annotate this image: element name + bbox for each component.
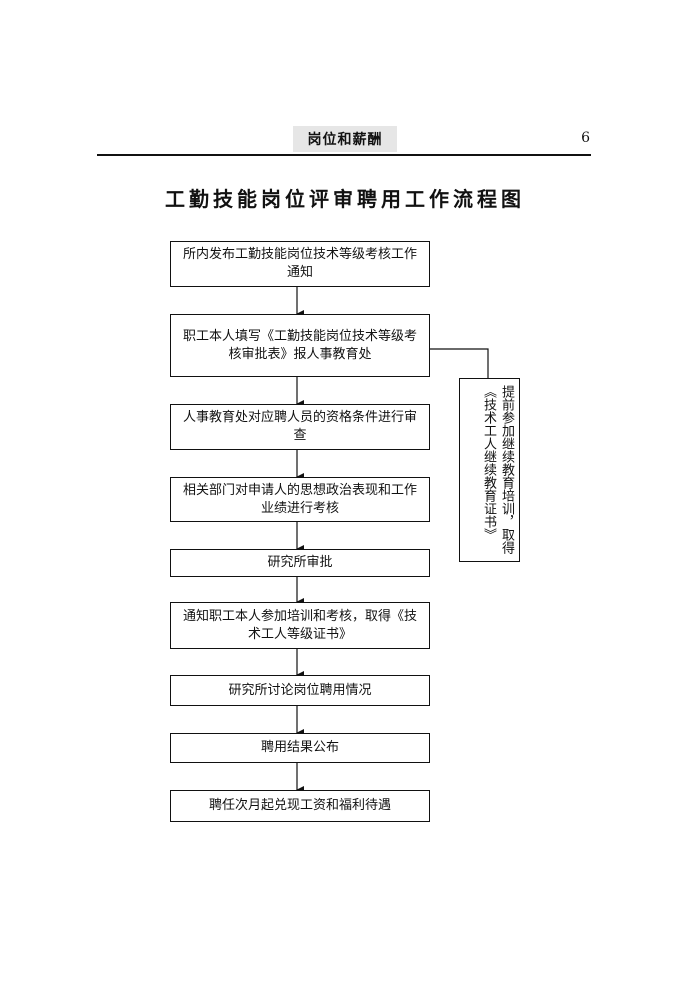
flow-step-3: 人事教育处对应聘人员的资格条件进行审查	[170, 404, 430, 450]
side-note-connector	[430, 348, 489, 378]
flow-step-8: 聘用结果公布	[170, 733, 430, 763]
flow-step-9-text: 聘任次月起兑现工资和福利待遇	[208, 798, 391, 813]
header-rule	[97, 154, 591, 156]
flow-step-2: 职工本人填写《工勤技能岗位技术等级考核审批表》报人事教育处	[170, 314, 430, 377]
section-header-tab: 岗位和薪酬	[293, 126, 397, 152]
side-note-box: 提前参加继续教育培训，取得《技术工人继续教育证书》	[459, 378, 520, 562]
section-header-label: 岗位和薪酬	[307, 132, 383, 148]
flow-step-1-text: 所内发布工勤技能岗位技术等级考核工作通知	[182, 247, 417, 280]
flow-step-1: 所内发布工勤技能岗位技术等级考核工作通知	[170, 241, 430, 287]
flow-step-4: 相关部门对申请人的思想政治表现和工作业绩进行考核	[170, 477, 430, 522]
flow-step-6-text: 通知职工本人参加培训和考核，取得《技术工人等级证书》	[182, 608, 417, 642]
side-note-text: 提前参加继续教育培训，取得《技术工人继续教育证书》	[481, 385, 514, 554]
flow-step-6: 通知职工本人参加培训和考核，取得《技术工人等级证书》	[170, 602, 430, 649]
flow-step-4-text: 相关部门对申请人的思想政治表现和工作业绩进行考核	[182, 482, 417, 516]
flow-step-3-text: 人事教育处对应聘人员的资格条件进行审查	[182, 410, 417, 443]
flow-step-8-text: 聘用结果公布	[260, 740, 339, 755]
page-number: 6	[581, 130, 590, 146]
page-title: 工勤技能岗位评审聘用工作流程图	[165, 187, 525, 211]
flow-step-7: 研究所讨论岗位聘用情况	[170, 675, 430, 706]
flow-step-5-text: 研究所审批	[267, 555, 333, 570]
flow-step-5: 研究所审批	[170, 549, 430, 577]
flow-step-7-text: 研究所讨论岗位聘用情况	[228, 682, 372, 698]
flow-step-2-text: 职工本人填写《工勤技能岗位技术等级考核审批表》报人事教育处	[182, 328, 417, 362]
flow-step-9: 聘任次月起兑现工资和福利待遇	[170, 790, 430, 822]
